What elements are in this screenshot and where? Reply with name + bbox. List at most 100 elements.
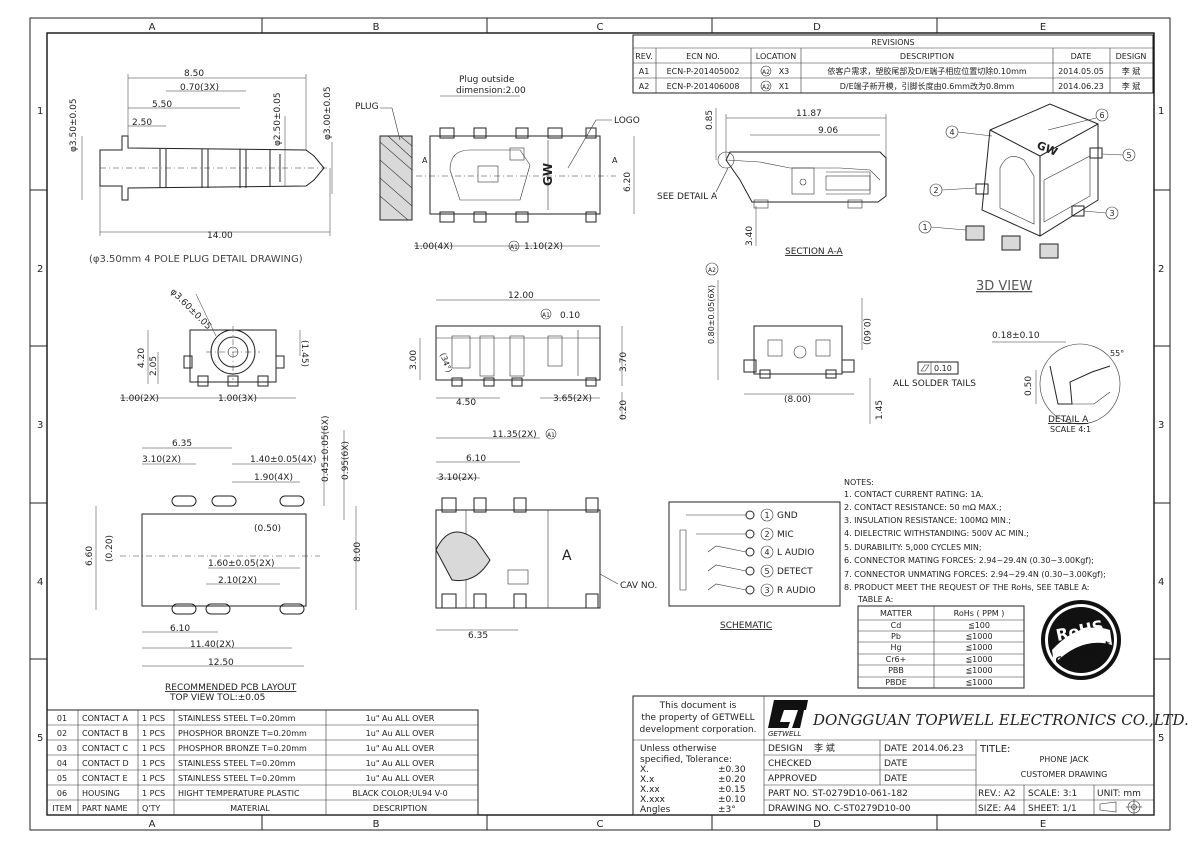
- section-mark-left: A: [422, 156, 428, 165]
- callout-4: 4: [949, 128, 954, 137]
- detail-a-dim-050: 0.50: [1024, 376, 1034, 396]
- note-4: 4. DIELECTRIC WITHSTANDING: 500V AC MIN.…: [844, 529, 1029, 538]
- getwell-logo: GETWELL: [768, 700, 808, 738]
- row-label-4-right: 4: [1158, 577, 1164, 588]
- side-dim-020: 0.20: [619, 400, 629, 420]
- front-dia-360: φ3.60±0.05: [168, 287, 213, 332]
- note-1: 1. CONTACT CURRENT RATING: 1A.: [844, 490, 983, 499]
- bom-row-6-item: 06: [57, 789, 67, 798]
- bom-header-part: PART NAME: [82, 804, 128, 813]
- title-line-2: CUSTOMER DRAWING: [1021, 770, 1108, 779]
- schematic-pin-3-num: 4: [764, 548, 769, 557]
- pcb-dim-050: (0.50): [254, 524, 281, 534]
- notes: NOTES: 1. CONTACT CURRENT RATING: 1A. 2.…: [844, 478, 1106, 604]
- bom-row-6-qty: 1 PCS: [142, 789, 165, 798]
- detail-a: 0.18±0.10 55° 0.50 DETAIL A SCALE 4:1: [992, 331, 1124, 434]
- property-line-1: This document is: [659, 701, 737, 711]
- tolerance-xx-value: ±0.20: [718, 775, 746, 785]
- row-label-5: 5: [37, 733, 43, 744]
- bottom-view: A 11.35(2X) A1 6.10 3.10(2X) 6.35 CAV NO…: [435, 428, 657, 641]
- schematic-pin-3-label: L AUDIO: [777, 548, 814, 558]
- date-label-2: DATE: [884, 759, 908, 769]
- rohs-row-3-matter: Hg: [890, 643, 901, 652]
- row-label-3: 3: [37, 420, 43, 431]
- section-dim-906: 9.06: [818, 126, 838, 136]
- bom-row-2-part: CONTACT B: [82, 729, 128, 738]
- bom-header-description: DESCRIPTION: [373, 804, 427, 813]
- detail-a-scale: SCALE 4:1: [1050, 425, 1091, 434]
- note-8: 8. PRODUCT MEET THE REQUEST OF THE RoHs,…: [844, 583, 1090, 592]
- row-label-1: 1: [37, 106, 43, 117]
- rev-row-1-location-circle: [760, 65, 772, 77]
- projection-symbol-icon: [1099, 799, 1142, 815]
- section-mark-right: A: [612, 156, 618, 165]
- bottom-view-mark: A: [562, 548, 572, 564]
- notes-title: NOTES:: [844, 478, 874, 487]
- col-label-b: B: [373, 22, 380, 33]
- pcb-dim-800: 8.00: [353, 542, 363, 562]
- date-label-3: DATE: [884, 774, 908, 784]
- rohs-row-4-ppm: ≦1000: [965, 655, 992, 664]
- flatness-value: 0.10: [934, 364, 952, 373]
- bottom-dim-1135: 11.35(2X): [492, 430, 537, 440]
- rev-row-2-rev: A2: [639, 82, 650, 91]
- bom-row-4-qty: 1 PCS: [142, 759, 165, 768]
- schematic-pin-5-num: 3: [764, 586, 769, 595]
- section-dim-1187: 11.87: [796, 109, 822, 119]
- bottom-dim-635: 6.35: [468, 631, 488, 641]
- side-angle-34: (34°): [438, 352, 453, 374]
- pcb-dim-190: 1.90(4X): [254, 473, 293, 483]
- pcb-subtitle: TOP VIEW TOL:±0.05: [169, 693, 265, 703]
- company-name: DONGGUAN TOPWELL ELECTRONICS CO.,LTD.: [812, 711, 1189, 729]
- side-view: 12.00 A1 0.10 3.00 (34°) 4.50 3.65(2X) 3…: [409, 291, 629, 420]
- schematic-pin-2-label: MIC: [777, 530, 794, 540]
- bom-row-4-part: CONTACT D: [82, 759, 129, 768]
- bom-header-material: MATERIAL: [230, 804, 270, 813]
- bom-row-5-part: CONTACT E: [82, 774, 128, 783]
- bom-table: 01 CONTACT A 1 PCS STAINLESS STEEL T=0.2…: [46, 709, 479, 816]
- pcb-dim-160: 1.60±0.05(2X): [208, 559, 275, 569]
- bom-row-3-part: CONTACT C: [82, 744, 128, 753]
- schematic-title: SCHEMATIC: [720, 621, 772, 631]
- title-label: TITLE:: [979, 744, 1010, 755]
- side-dim-010: 0.10: [560, 311, 580, 321]
- rev-field: REV.: A2: [978, 789, 1016, 799]
- schematic-pin-2-num: 2: [764, 530, 769, 539]
- col-label-d-bottom: D: [813, 819, 821, 830]
- plug-dim-070: 0.70(3X): [180, 83, 219, 93]
- bom-header-item: ITEM: [52, 804, 71, 813]
- callout-3: 3: [1109, 209, 1114, 218]
- cav-label: CAV NO.: [620, 581, 657, 591]
- front-dim-145: (1.45): [299, 340, 309, 367]
- bom-row-6-material: HIGHT TEMPERATURE PLASTIC: [178, 789, 300, 798]
- note-2: 2. CONTACT RESISTANCE: 50 mΩ MAX.;: [844, 503, 1002, 512]
- plug-outside-label: Plug outside: [459, 75, 515, 85]
- unit-field: UNIT: mm: [1097, 789, 1141, 799]
- schematic: 1 GND 2 MIC 4 L AUDIO 5 DETECT 3 R AUDIO…: [668, 501, 841, 631]
- col-label-c-bottom: C: [597, 819, 604, 830]
- col-label-e-bottom: E: [1040, 819, 1046, 830]
- rev-header-description: DESCRIPTION: [900, 52, 954, 61]
- 3d-view: GW 4 6 5 2 3 1 3D VIEW: [918, 103, 1136, 294]
- plug-outside-dimension: dimension:2.00: [456, 86, 526, 96]
- detail-a-angle: 55°: [1110, 349, 1124, 358]
- rev-header-location: LOCATION: [756, 52, 796, 61]
- bom-row-6-part: HOUSING: [82, 789, 120, 798]
- bom-row-1-qty: 1 PCS: [142, 714, 165, 723]
- bom-row-1-description: 1u" Au ALL OVER: [366, 714, 435, 723]
- bottom-dim-610: 6.10: [466, 454, 486, 464]
- top-dim-100: 1.00(4X): [414, 242, 453, 252]
- logo-callout-label: LOGO: [614, 116, 640, 126]
- size-field: SIZE: A4: [978, 804, 1016, 814]
- tolerance-xxxx-value: ±0.10: [718, 795, 746, 805]
- revisions-title: REVISIONS: [871, 38, 914, 47]
- pcb-dim-1140: 11.40(2X): [190, 640, 235, 650]
- bom-row-5-qty: 1 PCS: [142, 774, 165, 783]
- side-dim-1200: 12.00: [508, 291, 534, 301]
- rohs-row-1-matter: Cd: [891, 621, 902, 630]
- rev-row-2-location-circle: [760, 80, 772, 92]
- rev-header-design: DESIGN: [1116, 52, 1147, 61]
- top-view: Plug outside dimension:2.00 PLUG GW LOGO…: [355, 75, 640, 252]
- rev-row-1-date: 2014.05.05: [1058, 67, 1104, 76]
